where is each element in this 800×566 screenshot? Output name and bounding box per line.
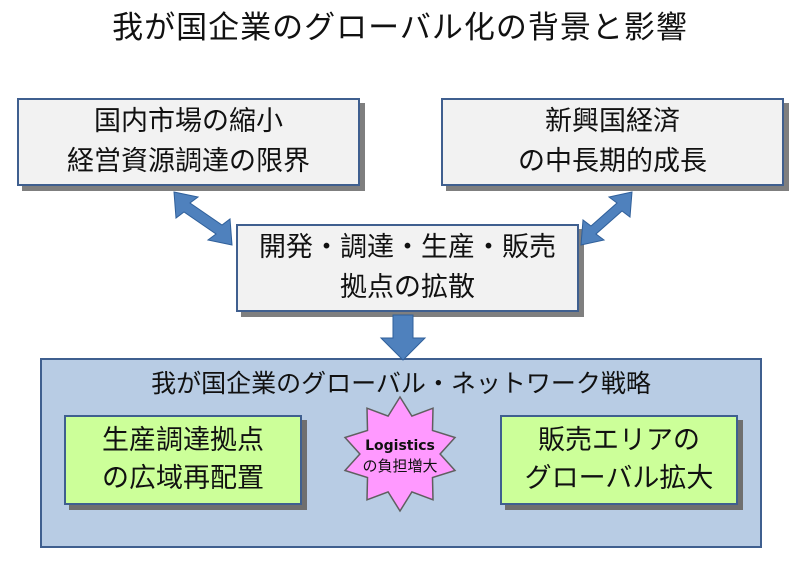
production-relocation-box: 生産調達拠点 の広域再配置 [64,415,302,505]
sales-expansion-box: 販売エリアの グローバル拡大 [500,415,738,505]
logistics-star-label: Logistics の負担増大 [330,436,470,476]
logistics-star-icon [343,395,457,513]
domestic-market-box: 国内市場の縮小 経営資源調達の限界 [17,98,360,186]
production-relocation-line2: の広域再配置 [102,463,264,494]
down-arrow-icon [379,314,427,361]
base-expansion-line1: 開発・調達・生産・販売 [259,232,556,263]
domestic-market-line1: 国内市場の縮小 [94,106,283,137]
logistics-star-line2: の負担増大 [362,457,438,475]
global-network-panel: 我が国企業のグローバル・ネットワーク戦略 生産調達拠点 の広域再配置 販売エリア… [40,358,762,548]
left-double-arrow-icon [173,191,233,246]
diagram-title: 我が国企業のグローバル化の背景と影響 [112,10,688,46]
emerging-economy-line2: の中長期的成長 [518,146,707,177]
emerging-economy-box: 新興国経済 の中長期的成長 [441,98,784,186]
right-double-arrow-icon [580,191,633,246]
emerging-economy-line1: 新興国経済 [545,106,680,137]
base-expansion-line2: 拠点の拡散 [340,272,475,303]
global-network-title: 我が国企業のグローバル・ネットワーク戦略 [151,369,651,398]
base-expansion-box: 開発・調達・生産・販売 拠点の拡散 [236,224,579,312]
logistics-star-line1: Logistics [365,438,435,454]
sales-expansion-line2: グローバル拡大 [524,463,714,494]
domestic-market-line2: 経営資源調達の限界 [67,146,310,177]
sales-expansion-line1: 販売エリアの [538,425,700,456]
production-relocation-line1: 生産調達拠点 [102,425,264,456]
